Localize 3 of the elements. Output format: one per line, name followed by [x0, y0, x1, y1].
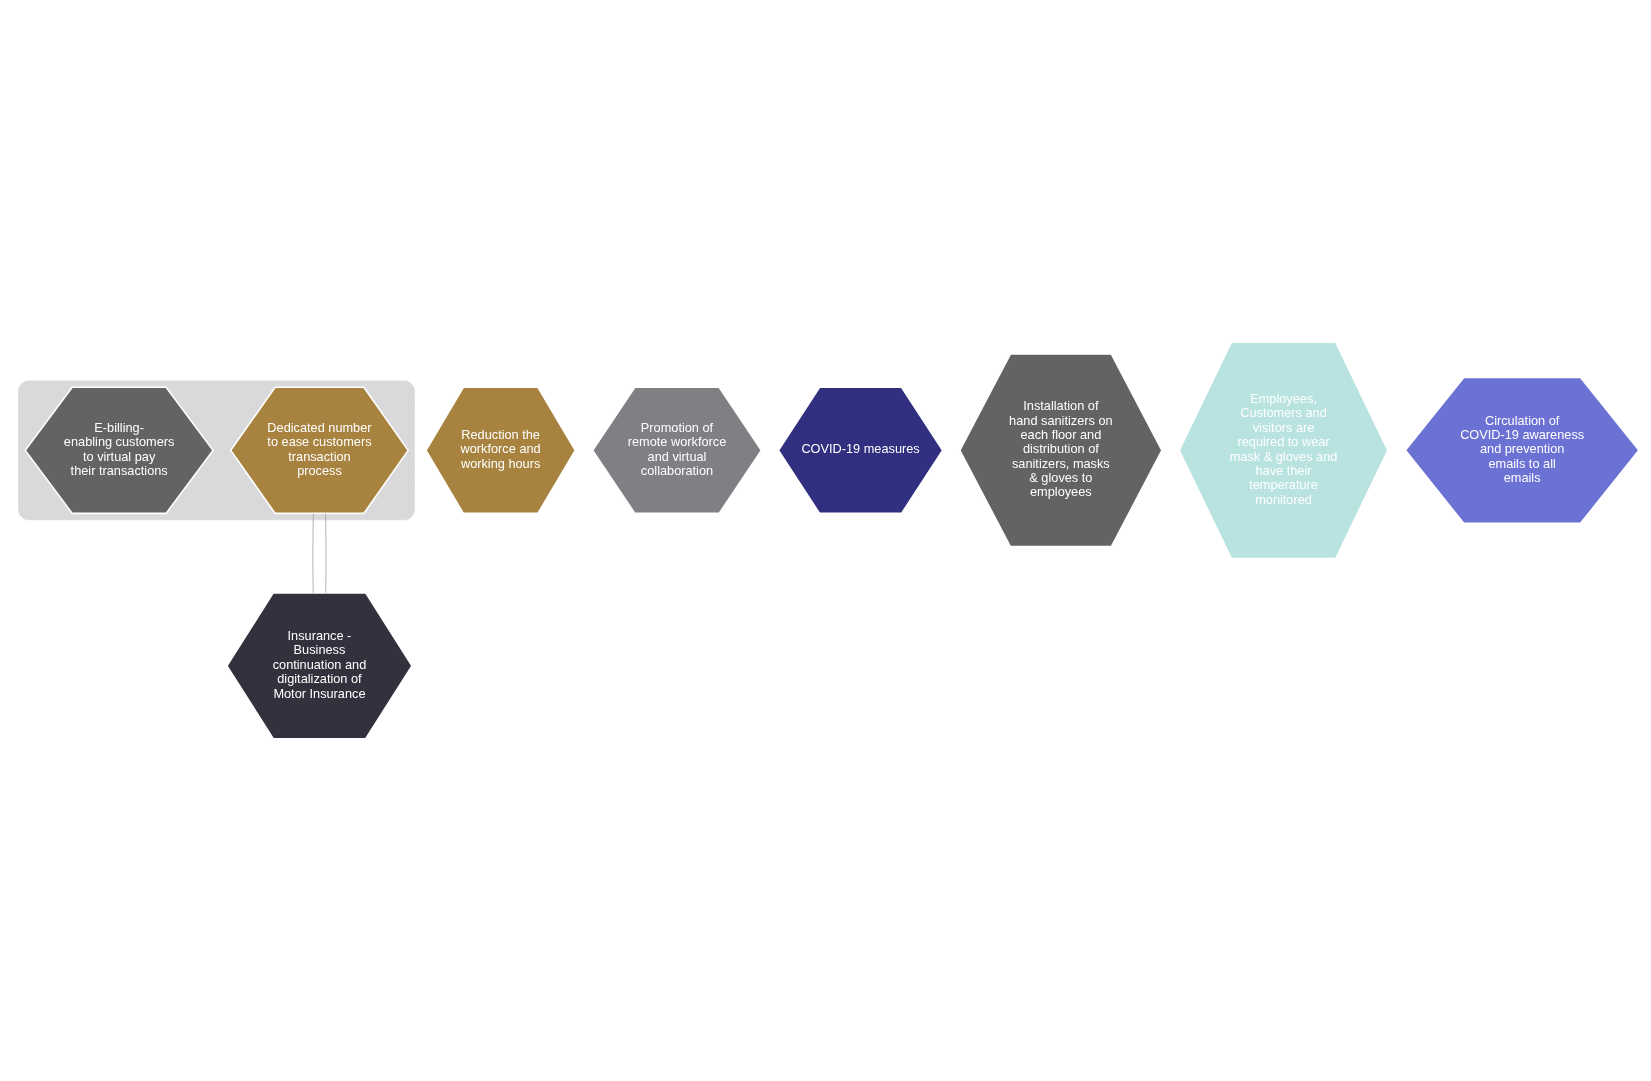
- connector: [312, 513, 314, 594]
- cluster: [18, 380, 415, 521]
- connector: [325, 513, 327, 594]
